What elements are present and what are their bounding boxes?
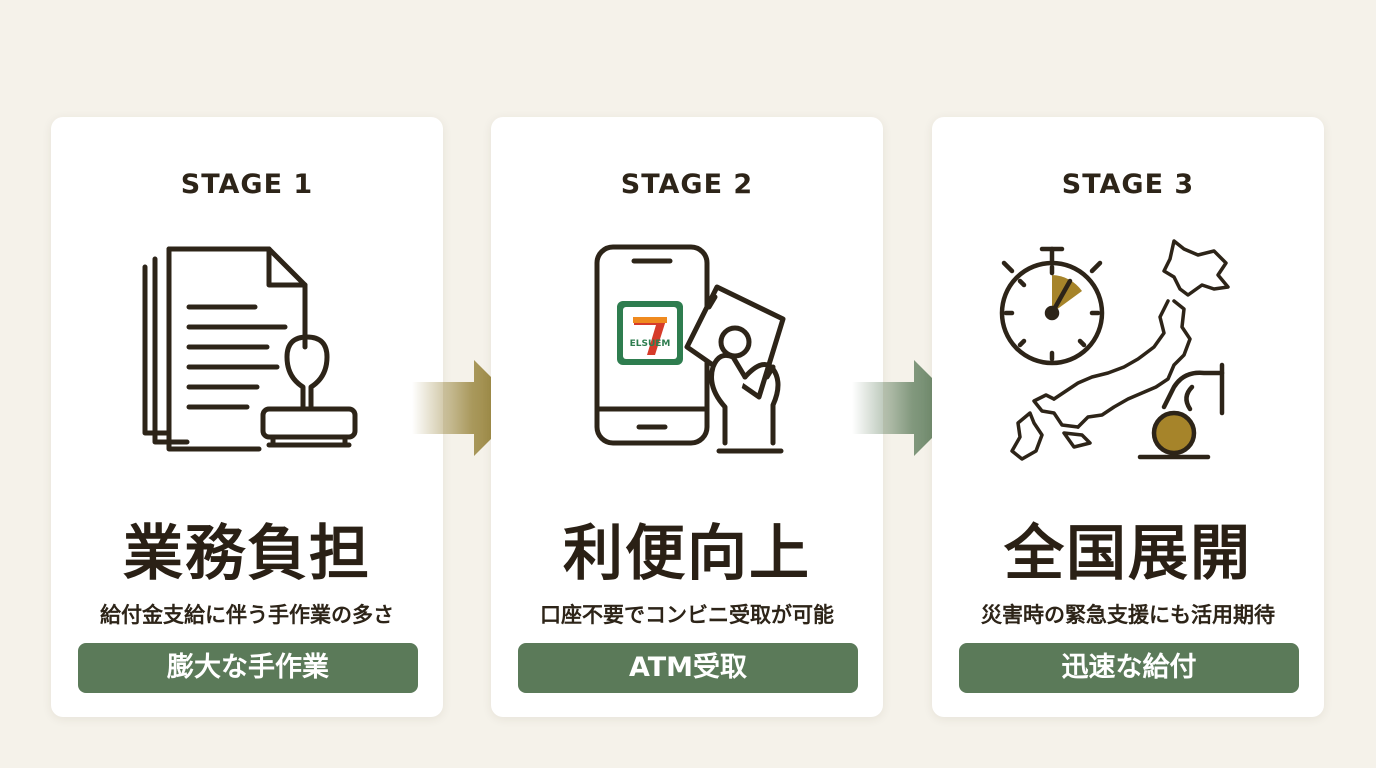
stage-card-2: STAGE 2 ELSUEM 利便向上	[491, 117, 883, 717]
stage-title: 全国展開	[1004, 519, 1252, 589]
stage-description: 口座不要でコンビニ受取が可能	[540, 603, 834, 627]
stage-description: 給付金支給に伴う手作業の多さ	[100, 603, 394, 627]
stopwatch-japan-map-icon	[978, 237, 1278, 467]
stage-badge: ATM受取	[518, 643, 858, 693]
coin-donation-icon	[1137, 362, 1225, 460]
japan-map-icon	[1010, 239, 1230, 461]
stage-card-1: STAGE 1 業務負担 給付金支給に伴う手作業の多さ 膨大な手作業	[51, 117, 443, 717]
stopwatch-icon	[999, 246, 1105, 366]
stage-title: 利便向上	[563, 519, 811, 589]
documents-with-stamp-icon	[97, 237, 397, 467]
stage-label: STAGE 3	[1061, 169, 1195, 200]
stage-badge: 膨大な手作業	[78, 643, 418, 693]
stage-label: STAGE 1	[180, 169, 314, 200]
stage-badge: 迅速な給付	[959, 643, 1299, 693]
smartphone-cash-icon: ELSUEM	[537, 237, 837, 467]
logo-text: ELSUEM	[630, 339, 671, 349]
stage-label: STAGE 2	[620, 169, 754, 200]
convenience-store-logo-icon: ELSUEM	[617, 301, 683, 365]
stage-title: 業務負担	[123, 519, 371, 589]
stage-description: 災害時の緊急支援にも活用期待	[981, 603, 1275, 627]
stage-card-3: STAGE 3	[932, 117, 1324, 717]
